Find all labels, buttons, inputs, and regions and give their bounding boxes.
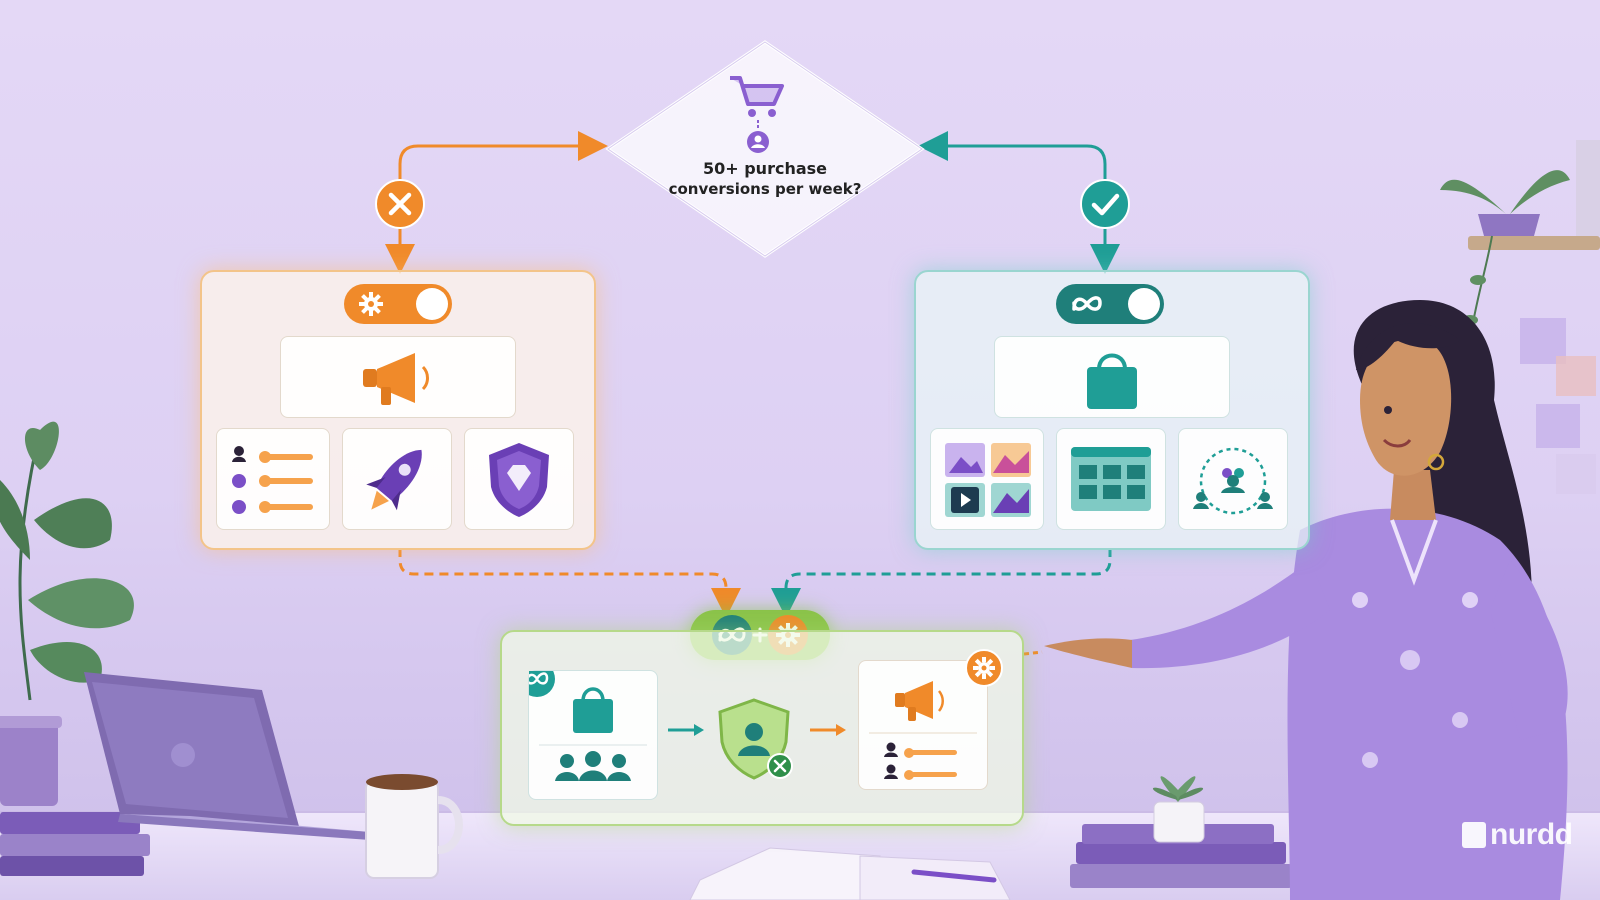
brand-logo: nurdd	[1462, 818, 1573, 852]
creative-grid-icon	[945, 443, 1031, 517]
broad-audience-icon	[1193, 447, 1273, 515]
brand-logo-icon	[1462, 822, 1486, 848]
manual-campaign-panel	[200, 270, 596, 550]
shelf-illustration	[1440, 140, 1600, 341]
catalog-tile	[1056, 428, 1166, 530]
shopping-bag-icon	[1087, 353, 1137, 409]
hybrid-campaign-panel	[500, 630, 1024, 826]
gear-icon	[359, 292, 383, 316]
pointer-dash	[1023, 650, 1043, 656]
rocket-icon	[366, 449, 422, 511]
hybrid-manual-icons	[869, 681, 977, 780]
creative-grid-tile	[930, 428, 1044, 530]
shield-user-exclude-icon	[718, 698, 793, 780]
manual-hero-card	[280, 336, 516, 418]
x-icon	[375, 179, 425, 229]
check-icon	[1080, 179, 1130, 229]
cart-icon	[730, 76, 784, 117]
plant-left-illustration	[0, 421, 134, 806]
advantage-to-hybrid-connector	[771, 548, 1112, 618]
people-group-icon	[555, 751, 631, 781]
hybrid-advantage-card	[519, 661, 658, 800]
shield-diamond-tile	[464, 428, 574, 530]
presenter-woman-illustration	[1044, 300, 1568, 900]
coffee-mug-illustration	[365, 774, 463, 879]
question-line-2: conversions per week?	[668, 180, 862, 198]
rocket-tile	[342, 428, 452, 530]
meta-icon	[1072, 296, 1102, 311]
question-line-1: 50+ purchase	[702, 159, 828, 178]
arrow-right-orange	[810, 724, 846, 736]
no-branch-connector	[398, 131, 608, 186]
arrow-right-teal	[668, 724, 704, 736]
megaphone-icon	[895, 681, 944, 721]
yes-branch-connector	[918, 131, 1107, 186]
toggle-knob	[1128, 288, 1160, 320]
audience-list-tile	[216, 428, 330, 530]
advantage-toggle[interactable]	[1056, 284, 1164, 324]
advantage-hero-card	[994, 336, 1230, 418]
manual-toggle[interactable]	[344, 284, 452, 324]
manual-to-hybrid-connector	[398, 548, 741, 618]
shield-diamond-icon	[489, 443, 549, 517]
meta-icon	[519, 661, 555, 697]
hybrid-advantage-icons	[519, 661, 647, 781]
user-circle-icon	[747, 131, 769, 153]
laptop-illustration	[84, 672, 370, 840]
toggle-knob	[416, 288, 448, 320]
audience-list-icon	[884, 742, 957, 780]
megaphone-icon	[363, 353, 429, 405]
shopping-bag-icon	[573, 687, 613, 733]
decision-diamond	[605, 40, 925, 258]
brand-logo-text: nurdd	[1490, 818, 1573, 851]
hybrid-manual-card	[858, 660, 988, 790]
decision-question: 50+ purchase conversions per week?	[640, 158, 890, 200]
gear-icon	[965, 649, 1003, 687]
catalog-icon	[1071, 447, 1151, 511]
advantage-campaign-panel	[914, 270, 1310, 550]
audience-list-icon	[232, 446, 313, 514]
plant-right-illustration	[1070, 776, 1292, 888]
notebook-illustration	[689, 847, 1011, 900]
broad-audience-tile	[1178, 428, 1288, 530]
